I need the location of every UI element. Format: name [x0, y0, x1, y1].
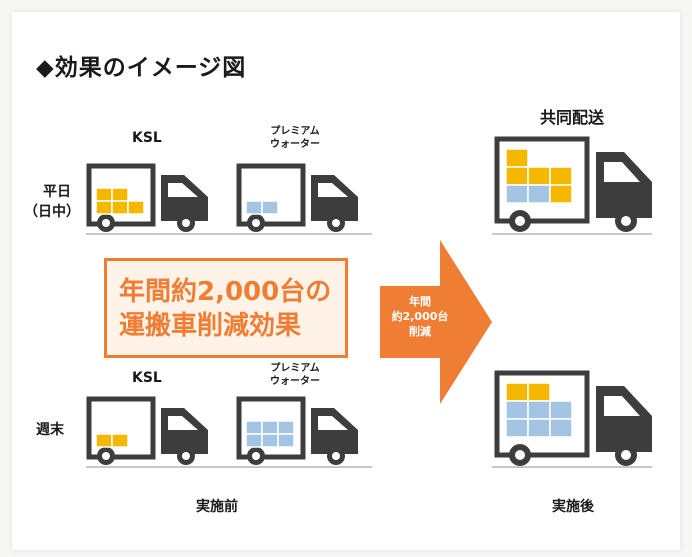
before-label: 実施前 [196, 499, 238, 515]
truck-ksl-weekday [86, 163, 208, 232]
ksl-label-weekend: KSL [132, 370, 162, 386]
truck-premium-weekday [236, 163, 358, 232]
reduction-callout: 年間約2,000台の 運搬車削減効果 [104, 258, 348, 358]
truck-ksl-weekend [86, 396, 208, 465]
after-label: 実施後 [552, 499, 594, 515]
ground-line-weekday-before [86, 233, 372, 235]
truck-premium-weekend [236, 396, 358, 465]
row-label-weekday: 平日 （日中） [24, 184, 80, 220]
reduction-arrow-text: 年間 約2,000台 削減 [391, 295, 449, 338]
reduction-arrow [380, 240, 492, 404]
premium-label-weekday: プレミアムウォーター [270, 126, 320, 150]
ksl-label-weekday: KSL [132, 130, 162, 146]
truck-joint-weekday [494, 136, 652, 232]
truck-joint-weekend [494, 370, 652, 466]
ground-line-weekday-after [492, 233, 652, 235]
joint-delivery-label: 共同配送 [540, 108, 605, 127]
ground-line-weekend-after [492, 466, 652, 468]
ground-line-weekend-before [86, 466, 372, 468]
premium-label-weekend: プレミアムウォーター [270, 363, 320, 387]
row-label-weekend: 週末 [36, 422, 64, 438]
page-title: ◆効果のイメージ図 [36, 55, 247, 81]
